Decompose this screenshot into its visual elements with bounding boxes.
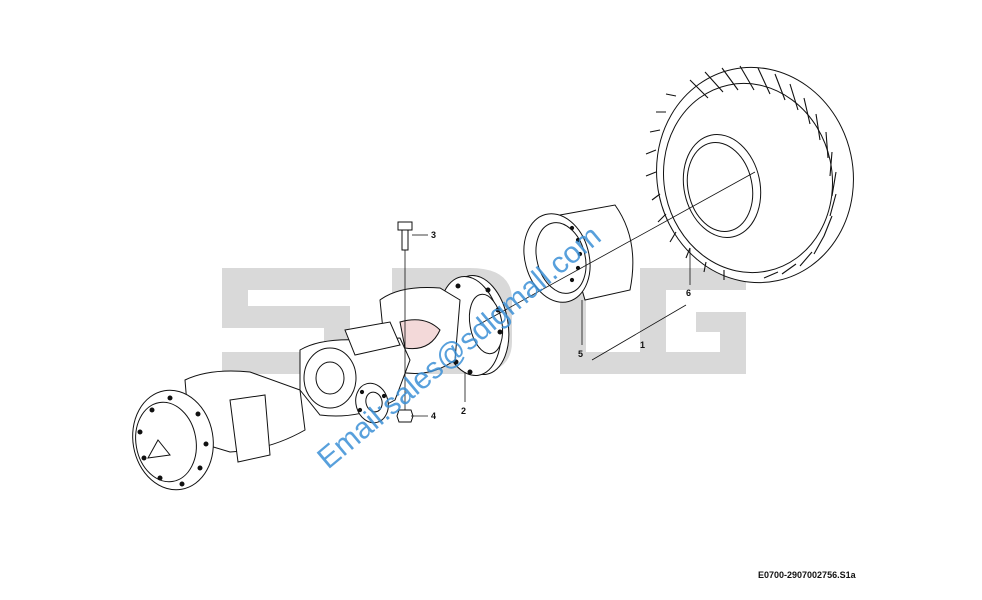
callout-1: 1 <box>640 340 645 350</box>
assembly-centerline <box>477 171 756 326</box>
callout-5: 5 <box>578 349 583 359</box>
callout-3: 3 <box>431 230 436 240</box>
nut-part-4 <box>396 409 414 423</box>
rim-part-5 <box>523 204 634 303</box>
callout-6: 6 <box>686 288 691 298</box>
drive-axle-part-2 <box>132 274 510 491</box>
tire-part-6 <box>645 65 854 284</box>
callout-2: 2 <box>461 406 466 416</box>
callout-leaders <box>411 234 691 417</box>
callout-labels: 1 2 3 4 5 6 <box>431 230 691 421</box>
drawing-number: E0700-2907002756.S1a <box>758 570 856 580</box>
callout-4: 4 <box>431 411 436 421</box>
bolt-part-3 <box>397 221 413 410</box>
